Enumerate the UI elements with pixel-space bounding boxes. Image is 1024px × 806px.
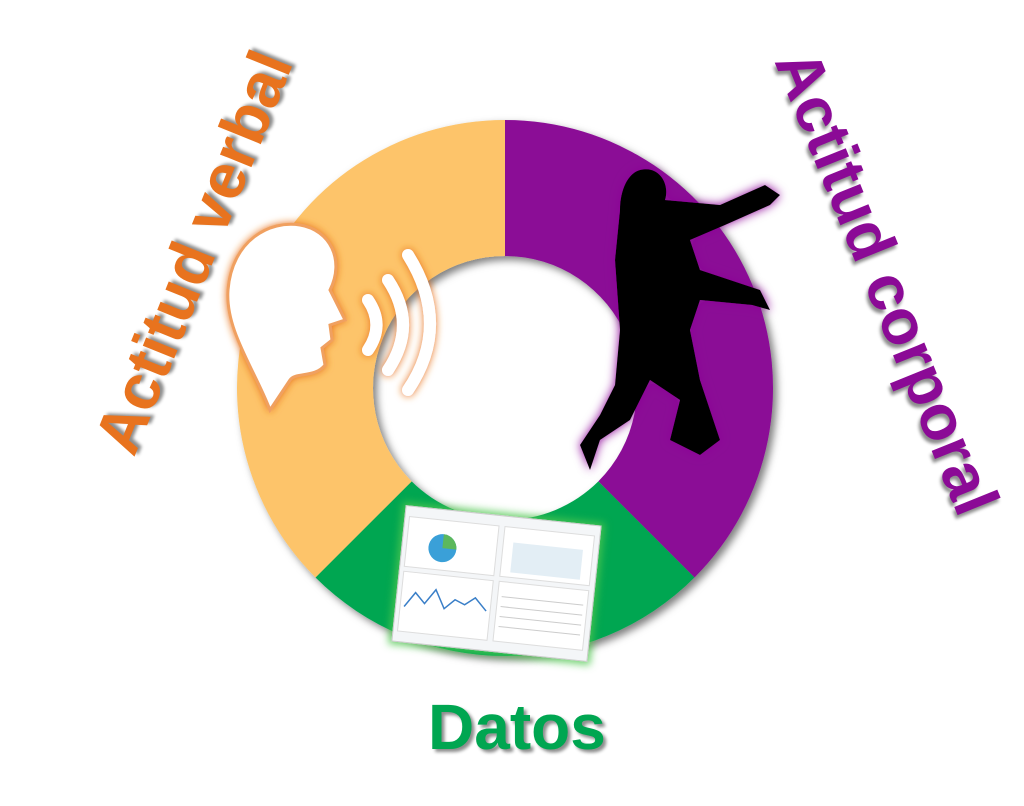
analytics-dashboard-icon	[391, 505, 602, 662]
speaking-head-icon	[226, 222, 436, 414]
dancer-silhouette-icon	[580, 169, 780, 470]
label-datos: Datos	[428, 691, 606, 763]
